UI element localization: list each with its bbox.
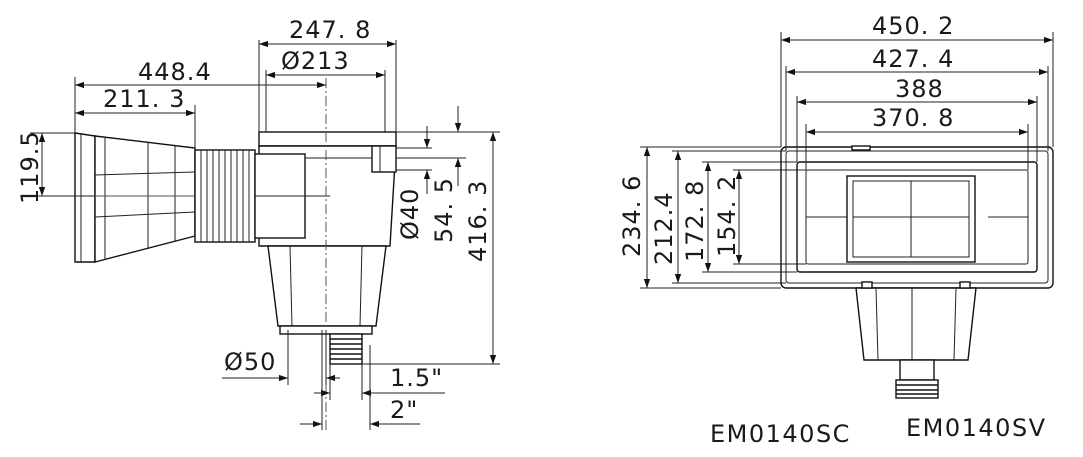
dim-154-2: 154. 2	[713, 175, 741, 257]
dim-234-6: 234. 6	[618, 175, 646, 257]
flange	[74, 132, 96, 263]
dim-54-5: 54. 5	[430, 177, 458, 243]
dim-450-2: 450. 2	[872, 12, 954, 40]
dim-d50: Ø50	[224, 348, 276, 376]
dim-416-3: 416. 3	[464, 180, 492, 262]
model-code-sc: EM0140SC	[710, 420, 851, 448]
dim-1-5-inch: 1.5"	[390, 364, 443, 392]
mouth-body	[94, 135, 196, 263]
dim-212-4: 212.4	[650, 191, 678, 265]
model-code-sv: EM0140SV	[906, 414, 1047, 442]
dim-119-5: 119.5	[16, 130, 44, 204]
dim-427-4: 427. 4	[872, 45, 954, 73]
dim-172-8: 172. 8	[681, 180, 709, 262]
dim-448-4: 448.4	[138, 58, 212, 86]
basket-body	[267, 245, 387, 327]
side-view: 247. 8 Ø213 448.4 211. 3 119.5 Ø40 54. 5	[16, 16, 500, 430]
dim-d213: Ø213	[281, 47, 350, 75]
dim-370-8: 370. 8	[872, 104, 954, 132]
lid	[258, 131, 397, 147]
dim-388: 388	[895, 75, 944, 103]
dim-247-8: 247. 8	[289, 16, 371, 44]
front-thread	[895, 379, 939, 399]
front-basket	[855, 287, 977, 361]
dim-211-3: 211. 3	[103, 85, 185, 113]
dim-d40: Ø40	[396, 188, 424, 240]
dim-2-inch: 2"	[390, 396, 418, 424]
side-port	[371, 145, 397, 173]
front-view: 450. 2 427. 4 388 370. 8 234. 6 212.4 17…	[618, 12, 1054, 399]
